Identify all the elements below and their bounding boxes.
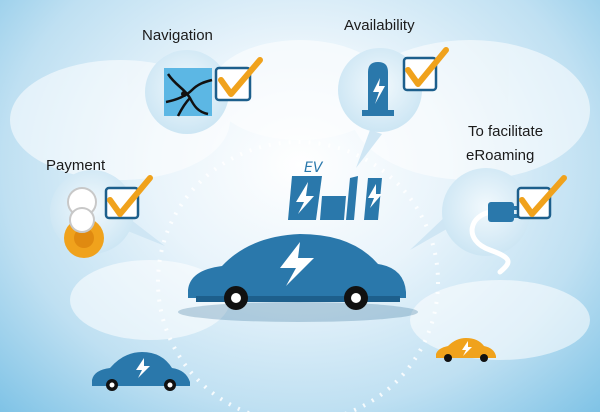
availability-label: Availability xyxy=(344,17,415,34)
small-blue-car xyxy=(92,352,190,391)
eroaming-label-line2: eRoaming xyxy=(466,147,535,164)
availability-bubble xyxy=(338,47,449,168)
ev-logo xyxy=(288,176,382,220)
checkmark-icon xyxy=(104,175,153,220)
lightning-bolt-icon xyxy=(280,242,314,286)
dashed-orbit-ring xyxy=(156,140,440,412)
checkmark-icon xyxy=(214,57,263,102)
map-icon xyxy=(164,68,213,117)
small-orange-car xyxy=(436,338,496,362)
navigation-label: Navigation xyxy=(142,27,213,44)
checkmark-icon xyxy=(516,175,567,220)
eroaming-label-line1: To facilitate xyxy=(468,123,544,140)
eroaming-bubble xyxy=(410,168,567,275)
main-electric-car xyxy=(178,234,418,322)
payment-label: Payment xyxy=(46,157,106,174)
checkmark-icon xyxy=(402,47,449,92)
coins-icon xyxy=(64,187,104,258)
payment-bubble xyxy=(50,170,165,258)
navigation-bubble xyxy=(145,50,263,170)
ev-logo-text: EV xyxy=(304,160,324,176)
charging-station-icon xyxy=(362,62,394,116)
